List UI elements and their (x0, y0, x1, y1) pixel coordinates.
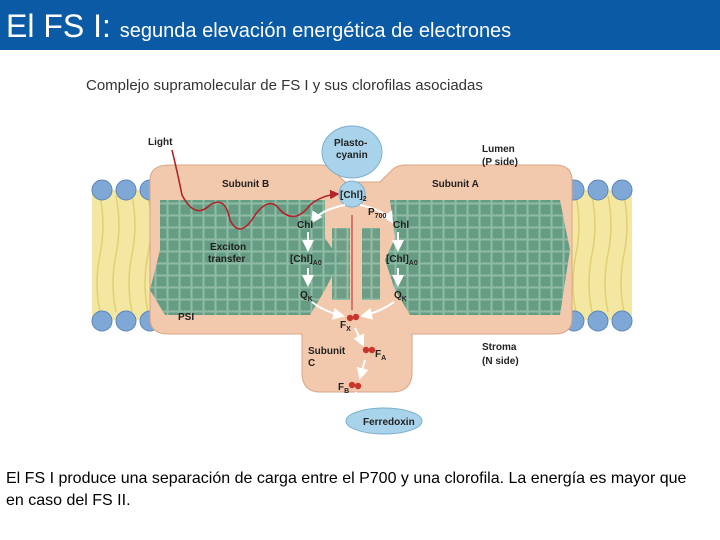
label-qk-right-text: Q (394, 290, 402, 301)
p700-special-pair (338, 180, 366, 208)
label-fa-subscript: A (381, 355, 386, 362)
plastocyanin (321, 125, 383, 179)
label-fx-subscript: X (346, 326, 351, 333)
label-p700: P700 (368, 207, 386, 220)
label-chla0-right-text: [Chl] (386, 254, 409, 265)
label-plastocyanin-2: cyanin (336, 150, 368, 161)
label-fx-text: F (340, 320, 346, 331)
label-qk-right: QK (394, 290, 407, 303)
chlorophyll-antenna (150, 200, 570, 315)
label-psi: PSI (178, 312, 194, 323)
label-exciton-2: transfer (208, 254, 245, 265)
title-bar: El FS I: segunda elevación energética de… (0, 0, 720, 50)
label-chl-right: Chl (393, 220, 409, 231)
label-plastocyanin-1: Plasto- (334, 138, 367, 149)
slide-title-main: El FS I: (6, 8, 111, 44)
label-stroma-side: (N side) (482, 356, 519, 367)
label-chla0-right: [Chl]A0 (386, 254, 418, 267)
exciton-transfer-arrow (171, 149, 340, 230)
label-chla0-right-subscript: A0 (409, 260, 418, 267)
label-qk-left-text: Q (300, 290, 308, 301)
label-qk-left: QK (300, 290, 313, 303)
label-subunit-c-1: Subunit (308, 346, 346, 357)
label-fa-text: F (375, 349, 381, 360)
label-fx: FX (340, 320, 351, 333)
label-chl2: [Chl]2 (340, 190, 367, 203)
ferredoxin (345, 407, 423, 435)
label-lumen-side: (P side) (482, 157, 518, 168)
label-subunit-a: Subunit A (432, 179, 479, 190)
label-fa: FA (375, 349, 386, 362)
label-p700-text: P (368, 207, 375, 218)
label-chl2-text: [Chl] (340, 190, 363, 201)
label-qk-left-subscript: K (308, 296, 313, 303)
label-subunit-b: Subunit B (222, 179, 269, 190)
label-chla0-left-subscript: A0 (313, 260, 322, 267)
iron-sulfur-clusters (346, 313, 376, 424)
label-fb-subscript: B (344, 388, 349, 395)
figure-heading: Complejo supramolecular de FS I y sus cl… (86, 77, 483, 94)
label-chl2-subscript: 2 (363, 196, 367, 203)
label-fb-text: F (338, 382, 344, 393)
label-ferredoxin: Ferredoxin (363, 417, 415, 428)
electron-transfer-arrows (302, 204, 404, 414)
label-fb: FB (338, 382, 349, 395)
slide-caption: El FS I produce una separación de carga … (6, 470, 687, 509)
label-chla0-left: [Chl]A0 (290, 254, 322, 267)
label-exciton-1: Exciton (210, 242, 246, 253)
slide-subtitle: segunda elevación energética de electron… (119, 20, 512, 42)
label-chla0-left-text: [Chl] (290, 254, 313, 265)
slide-title: El FS I: segunda elevación energética de… (6, 6, 511, 51)
label-qk-right-subscript: K (402, 296, 407, 303)
label-light: Light (148, 137, 173, 148)
label-lumen: Lumen (482, 144, 515, 155)
psi-diagram: Complejo supramolecular de FS I y sus cl… (86, 77, 633, 435)
label-chl-left: Chl (297, 220, 313, 231)
label-p700-subscript: 700 (375, 213, 387, 220)
label-subunit-c-2: C (308, 358, 315, 369)
label-stroma: Stroma (482, 342, 517, 353)
